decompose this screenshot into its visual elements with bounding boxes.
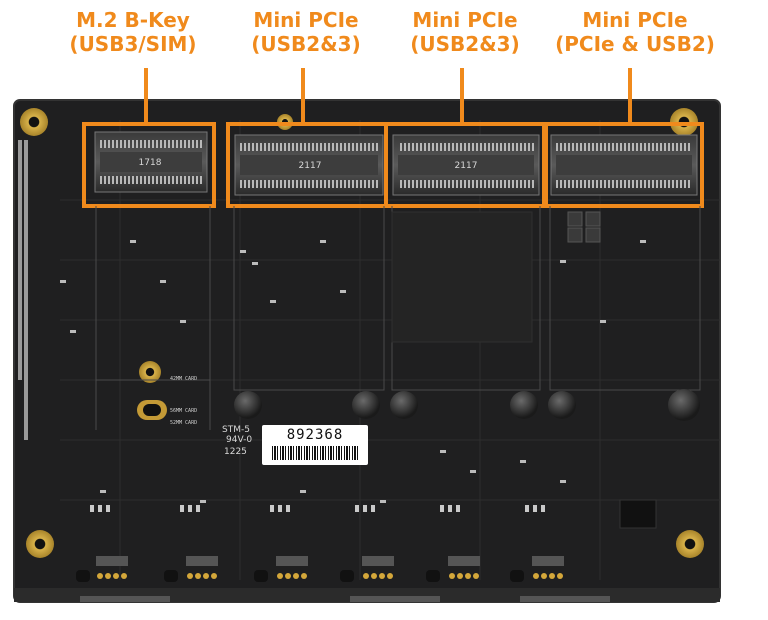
- serial-label: 892368: [262, 425, 368, 465]
- pcb-substrate: [14, 100, 720, 602]
- card-length-label: 56MM CARD: [170, 408, 197, 414]
- side-pin-header: [18, 140, 28, 440]
- inductor: [234, 389, 700, 421]
- callout-m2-bkey-title: M.2 B-Key: [76, 8, 190, 32]
- callout-mini-pcie-3-subtitle: (PCIe & USB2): [555, 32, 715, 56]
- mini-pcie-slot-2: [392, 134, 540, 196]
- highlight-boxes: [82, 122, 704, 208]
- capacitor-block: [567, 211, 601, 243]
- mini-pcie-slot-1: [234, 134, 384, 196]
- barcode: [272, 446, 358, 460]
- mini-pcie-slot-3: [550, 134, 698, 196]
- chip-area: [391, 211, 533, 343]
- leader-lines: [144, 68, 632, 124]
- bottom-connector: [520, 596, 610, 602]
- rating-marking: 94V-0: [226, 435, 252, 445]
- callout-mini-pcie-3-title: Mini PCIe: [582, 8, 688, 32]
- date-code: 1225: [224, 447, 247, 457]
- callout-mini-pcie-2-title: Mini PCIe: [412, 8, 518, 32]
- serial-number: 892368: [286, 427, 344, 443]
- resistor-array: [90, 505, 545, 512]
- regulator-chip: [619, 499, 657, 529]
- bottom-connector: [80, 596, 170, 602]
- callout-mini-pcie-2-subtitle: (USB2&3): [410, 32, 520, 56]
- slot-mark: 2117: [455, 161, 478, 171]
- bottom-connector: [350, 596, 440, 602]
- callout-mini-pcie-3: Mini PCIe (PCIe & USB2): [540, 8, 730, 56]
- ul-marking: STM-5: [222, 425, 250, 435]
- callout-mini-pcie-1-subtitle: (USB2&3): [251, 32, 361, 56]
- callout-mini-pcie-1-title: Mini PCIe: [253, 8, 359, 32]
- slot-mark: 2117: [299, 161, 322, 171]
- callout-m2-bkey-subtitle: (USB3/SIM): [69, 32, 197, 56]
- slot-mark: 1718: [139, 158, 162, 168]
- card-length-label: 42MM CARD: [170, 376, 197, 382]
- card-length-label: 52MM CARD: [170, 420, 197, 426]
- callout-mini-pcie-2: Mini PCIe (USB2&3): [395, 8, 535, 56]
- m2-slot: [94, 131, 208, 193]
- callout-m2-bkey: M.2 B-Key (USB3/SIM): [58, 8, 208, 56]
- smd-components: [60, 240, 646, 503]
- bottom-ports: [76, 556, 564, 582]
- callout-mini-pcie-1: Mini PCIe (USB2&3): [236, 8, 376, 56]
